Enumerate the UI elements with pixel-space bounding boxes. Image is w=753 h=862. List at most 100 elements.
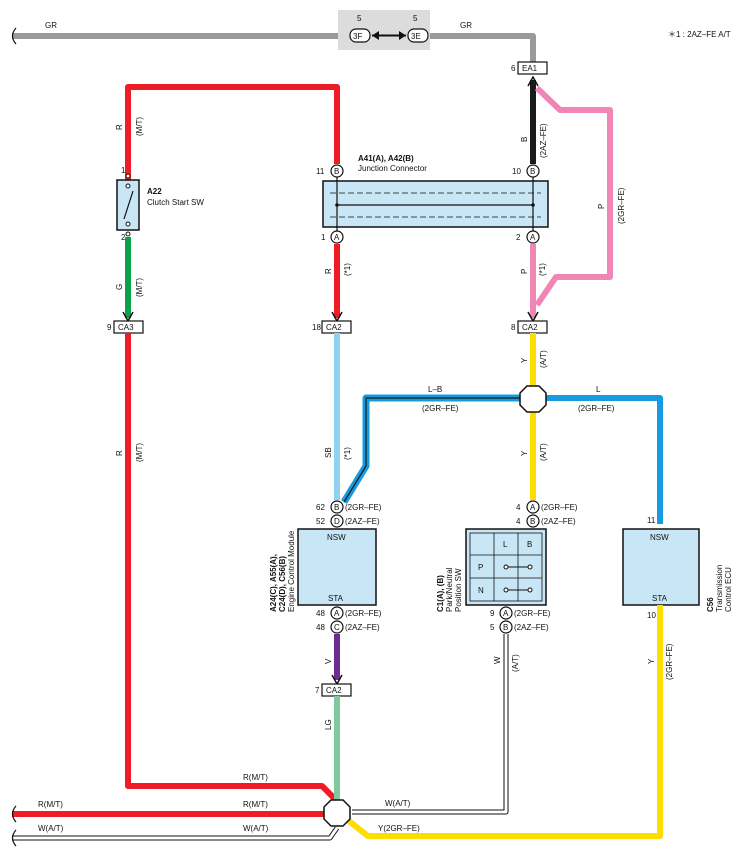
ecm-sta: STA bbox=[328, 594, 344, 603]
pnp-col-l: L bbox=[503, 540, 508, 549]
tcu-name-1: Transmission bbox=[715, 565, 724, 612]
pin-3e: 5 bbox=[413, 14, 418, 23]
wire-label-lb-sub: (2GR–FE) bbox=[422, 404, 459, 413]
pnp-name-2: Position SW bbox=[454, 568, 463, 612]
wire-label-y-h: Y(2GR–FE) bbox=[378, 824, 420, 833]
wire-red-top bbox=[125, 84, 340, 180]
tcu-name-2: Control ECU bbox=[724, 567, 733, 612]
pnp-name-1: Park/Neutral bbox=[445, 567, 454, 612]
wire-label-r-mt: R bbox=[115, 124, 124, 130]
pnp-pin-4b-shape bbox=[526, 514, 540, 528]
wire-yellow-tcu bbox=[343, 605, 663, 839]
a22-switch-blade bbox=[123, 190, 134, 220]
pnp-pin-5-letter: B bbox=[503, 623, 508, 632]
ecm-pin-62-note: (2GR–FE) bbox=[345, 503, 382, 512]
pnp-code: C1(A), (B) bbox=[436, 575, 445, 612]
junction-pin-tl-letter: B bbox=[334, 167, 339, 176]
wire-label-l: L bbox=[596, 385, 601, 394]
wire-label-p-right: P bbox=[597, 204, 606, 209]
ecm-pin-52-note: (2AZ–FE) bbox=[345, 517, 380, 526]
ecm-code-1: A24(C), A55(A), bbox=[269, 554, 278, 612]
pnp-continuity-n bbox=[503, 587, 533, 593]
pin-ea1: 6 bbox=[511, 64, 516, 73]
ecm-nsw: NSW bbox=[327, 533, 346, 542]
wire-label-r-mt-h3: R(M/T) bbox=[243, 800, 268, 809]
wire-label-y-tcu-sub: (2GR–FE) bbox=[665, 643, 674, 680]
junction-name: Junction Connector bbox=[358, 164, 427, 173]
pin-ca2-c: 7 bbox=[315, 686, 320, 695]
wire-label-gr-left: GR bbox=[45, 21, 57, 30]
wire-white bbox=[352, 634, 509, 815]
ecm-pin-62: 62 bbox=[316, 503, 325, 512]
break-mark-w bbox=[11, 829, 17, 847]
ecm-pin-48a-letter: A bbox=[334, 609, 340, 618]
ecm-pin-48a: 48 bbox=[316, 609, 325, 618]
a22-contact-top bbox=[125, 183, 131, 189]
pin-ca2-b: 8 bbox=[511, 323, 516, 332]
wire-label-sb-sub: (*1) bbox=[343, 447, 352, 460]
wire-label-y-2-sub: (A/T) bbox=[539, 443, 548, 461]
wire-label-w-h3: W(A/T) bbox=[243, 824, 269, 833]
ecm-name: Engine Control Module bbox=[287, 530, 296, 612]
junction-pin-br-letter: A bbox=[530, 233, 536, 242]
ecm-code-2: C24(D), C56(B) bbox=[278, 556, 287, 612]
wire-gr bbox=[12, 33, 536, 62]
wire-label-y-1-sub: (A/T) bbox=[539, 350, 548, 368]
wire-blue-lb bbox=[341, 394, 520, 504]
pnp-pin-9-shape bbox=[499, 606, 513, 620]
junction-pin-br-num: 2 bbox=[516, 233, 521, 242]
pnp-col-b: B bbox=[527, 540, 532, 549]
pnp-row-n: N bbox=[478, 586, 484, 595]
pnp-pin-4a: 4 bbox=[516, 503, 521, 512]
connector-3f: 3F bbox=[353, 32, 362, 41]
junction-pin-bl bbox=[330, 230, 344, 244]
pin-3f: 5 bbox=[357, 14, 362, 23]
wire-label-b-sub: (2AZ–FE) bbox=[539, 123, 548, 158]
ecm-body bbox=[297, 528, 377, 606]
a22-contact-bottom bbox=[125, 221, 131, 227]
wire-label-p-right-sub: (2GR–FE) bbox=[617, 187, 626, 224]
arrow-ea1 bbox=[527, 75, 539, 87]
pnp-pin-4b-letter: B bbox=[530, 517, 535, 526]
a22-code: A22 bbox=[147, 187, 162, 196]
ecm-pin-48a-note: (2GR–FE) bbox=[345, 609, 382, 618]
wire-label-r-mt-h2: R(M/T) bbox=[38, 800, 63, 809]
pnp-pin-9: 9 bbox=[490, 609, 495, 618]
arrowhead-right bbox=[399, 31, 406, 40]
junction-pin-tr-num: 10 bbox=[512, 167, 521, 176]
wire-red-left bbox=[125, 333, 340, 804]
splice-point-bottom bbox=[323, 799, 351, 827]
tcu-nsw: NSW bbox=[650, 533, 669, 542]
wire-label-p-star: P bbox=[520, 269, 529, 274]
wire-label-lg: LG bbox=[324, 719, 333, 730]
pnp-pin-5-shape bbox=[499, 620, 513, 634]
tcu-pin-11: 11 bbox=[647, 516, 656, 525]
a22-terminal-bottom bbox=[125, 231, 131, 237]
wire-white-core bbox=[352, 634, 508, 814]
pnp-pin-4b-note: (2AZ–FE) bbox=[541, 517, 576, 526]
a22-pin-1: 1 bbox=[121, 166, 126, 175]
pnp-pin-5-note: (2AZ–FE) bbox=[514, 623, 549, 632]
wire-label-w-sub: (A/T) bbox=[511, 654, 520, 672]
wire-label-r-left-sub: (M/T) bbox=[135, 443, 144, 462]
a22-terminal-top bbox=[125, 173, 131, 179]
connector-ca3: CA3 bbox=[118, 323, 134, 332]
pnp-pin-4a-letter: A bbox=[530, 503, 536, 512]
junction-pin-bl-letter: A bbox=[334, 233, 340, 242]
pnp-pin-5: 5 bbox=[490, 623, 495, 632]
a22-name: Clutch Start SW bbox=[147, 198, 204, 207]
footnote: ＊1 : 2AZ–FE A/T bbox=[668, 30, 731, 39]
ecm-pin-52-letter: D bbox=[334, 517, 340, 526]
wire-pink-loop bbox=[534, 85, 613, 307]
wire-label-r-mt-h1: R(M/T) bbox=[243, 773, 268, 782]
ecm-pin-62-letter: B bbox=[334, 503, 339, 512]
wire-label-w: W bbox=[493, 656, 502, 664]
wire-label-y-1: Y bbox=[520, 357, 529, 363]
connector-ca2-c: CA2 bbox=[326, 686, 342, 695]
connector-ea1: EA1 bbox=[522, 64, 538, 73]
wire-label-y-2: Y bbox=[520, 450, 529, 456]
pnp-pin-9-note: (2GR–FE) bbox=[514, 609, 551, 618]
ecm-pin-48a-shape bbox=[330, 606, 344, 620]
wire-label-lb: L–B bbox=[428, 385, 442, 394]
